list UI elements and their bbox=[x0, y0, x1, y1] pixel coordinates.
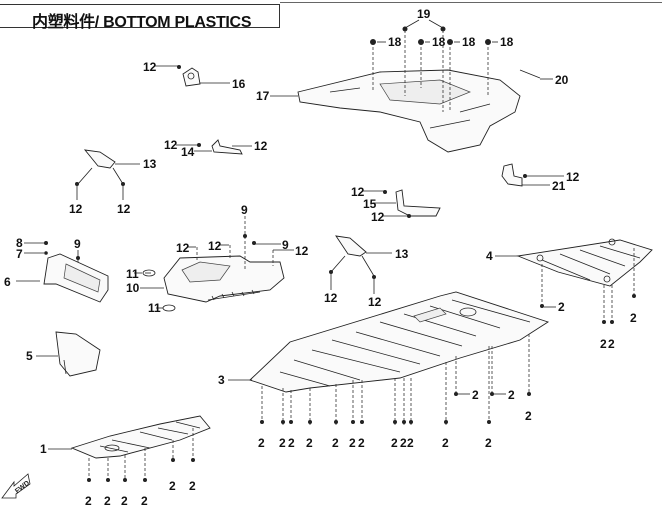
callout-2: 2 bbox=[400, 436, 407, 450]
callout-2: 2 bbox=[630, 311, 637, 325]
callout-12: 12 bbox=[176, 241, 190, 255]
callout-2: 2 bbox=[525, 409, 532, 423]
rivet-19-group: 19 bbox=[402, 7, 446, 112]
front-skid-fasteners bbox=[87, 428, 195, 482]
callout-2: 2 bbox=[279, 436, 286, 450]
callout-12: 12 bbox=[324, 291, 338, 305]
callout-2: 2 bbox=[104, 494, 111, 508]
callout-2: 2 bbox=[600, 337, 607, 351]
callout-13: 13 bbox=[143, 157, 157, 171]
part-17-frame bbox=[297, 69, 521, 153]
callout-8: 8 bbox=[16, 236, 23, 250]
frame-border bbox=[280, 2, 662, 3]
callout-14: 14 bbox=[181, 145, 195, 159]
part-10-center-tray bbox=[163, 255, 285, 303]
callout-12: 12 bbox=[117, 202, 131, 216]
callout-2: 2 bbox=[608, 337, 615, 351]
callout-2: 2 bbox=[349, 436, 356, 450]
page-title: 内塑料件/ BOTTOM PLASTICS bbox=[32, 14, 252, 31]
part-13-cover-left bbox=[83, 149, 116, 169]
callout-12: 12 bbox=[371, 210, 385, 224]
callout-11: 11 bbox=[126, 267, 139, 281]
callout-2: 2 bbox=[169, 479, 176, 493]
callout-16: 16 bbox=[232, 77, 246, 91]
callout-2: 2 bbox=[558, 300, 565, 314]
callout-2: 2 bbox=[189, 479, 196, 493]
callout-12: 12 bbox=[69, 202, 83, 216]
callout-2: 2 bbox=[358, 436, 365, 450]
callout-19: 19 bbox=[417, 7, 431, 21]
part-21-bracket bbox=[501, 163, 523, 187]
part-3-main-skid bbox=[249, 291, 550, 393]
callout-13: 13 bbox=[395, 247, 409, 261]
callout-1: 1 bbox=[40, 442, 47, 456]
callout-12: 12 bbox=[164, 138, 178, 152]
callout-21: 21 bbox=[552, 179, 566, 193]
callout-18: 18 bbox=[500, 35, 514, 49]
part-6-side-panel bbox=[43, 253, 109, 303]
callout-7: 7 bbox=[16, 247, 23, 261]
callout-17: 17 bbox=[256, 89, 270, 103]
callout-4: 4 bbox=[486, 249, 493, 263]
part-16-bracket bbox=[182, 67, 201, 87]
callout-15: 15 bbox=[363, 197, 377, 211]
callout-12: 12 bbox=[368, 295, 382, 309]
callout-18: 18 bbox=[432, 35, 446, 49]
part-15-bracket bbox=[395, 189, 441, 217]
callout-2: 2 bbox=[391, 436, 398, 450]
title-box: 内塑料件/ BOTTOM PLASTICS bbox=[0, 4, 280, 31]
callout-20: 20 bbox=[555, 73, 569, 87]
callout-9: 9 bbox=[241, 203, 248, 217]
callout-2: 2 bbox=[472, 388, 479, 402]
callout-2: 2 bbox=[442, 436, 449, 450]
fwd-arrow-icon: FWD bbox=[1, 473, 31, 499]
part-13-cover-right bbox=[335, 235, 367, 257]
callout-18: 18 bbox=[388, 35, 402, 49]
callout-12: 12 bbox=[351, 185, 365, 199]
callout-12: 12 bbox=[208, 239, 222, 253]
part-1-front-skid bbox=[70, 415, 211, 459]
callout-10: 10 bbox=[126, 281, 140, 295]
callout-2: 2 bbox=[508, 388, 515, 402]
callout-9: 9 bbox=[74, 237, 81, 251]
callout-9: 9 bbox=[282, 238, 289, 252]
callout-5: 5 bbox=[26, 349, 33, 363]
callout-2: 2 bbox=[141, 494, 148, 508]
part-5-guard bbox=[55, 331, 101, 377]
callout-3: 3 bbox=[218, 373, 225, 387]
callout-11: 11 bbox=[148, 301, 161, 315]
fwd-label: FWD bbox=[14, 480, 31, 495]
callout-12: 12 bbox=[254, 139, 268, 153]
callout-2: 2 bbox=[332, 436, 339, 450]
callout-2: 2 bbox=[85, 494, 92, 508]
callout-2: 2 bbox=[121, 494, 128, 508]
part-4-rear-skid bbox=[516, 238, 653, 287]
part-14-bracket bbox=[211, 139, 243, 155]
callout-12: 12 bbox=[143, 60, 157, 74]
callout-2: 2 bbox=[306, 436, 313, 450]
callout-12: 12 bbox=[566, 170, 580, 184]
main-skid-fasteners bbox=[260, 334, 531, 425]
bolt-18-group: 18 18 18 18 bbox=[370, 35, 514, 110]
callout-2: 2 bbox=[485, 436, 492, 450]
callout-2: 2 bbox=[407, 436, 414, 450]
callout-6: 6 bbox=[4, 275, 11, 289]
callout-18: 18 bbox=[462, 35, 476, 49]
callout-12: 12 bbox=[295, 244, 309, 258]
callout-2: 2 bbox=[288, 436, 295, 450]
callout-2: 2 bbox=[258, 436, 265, 450]
